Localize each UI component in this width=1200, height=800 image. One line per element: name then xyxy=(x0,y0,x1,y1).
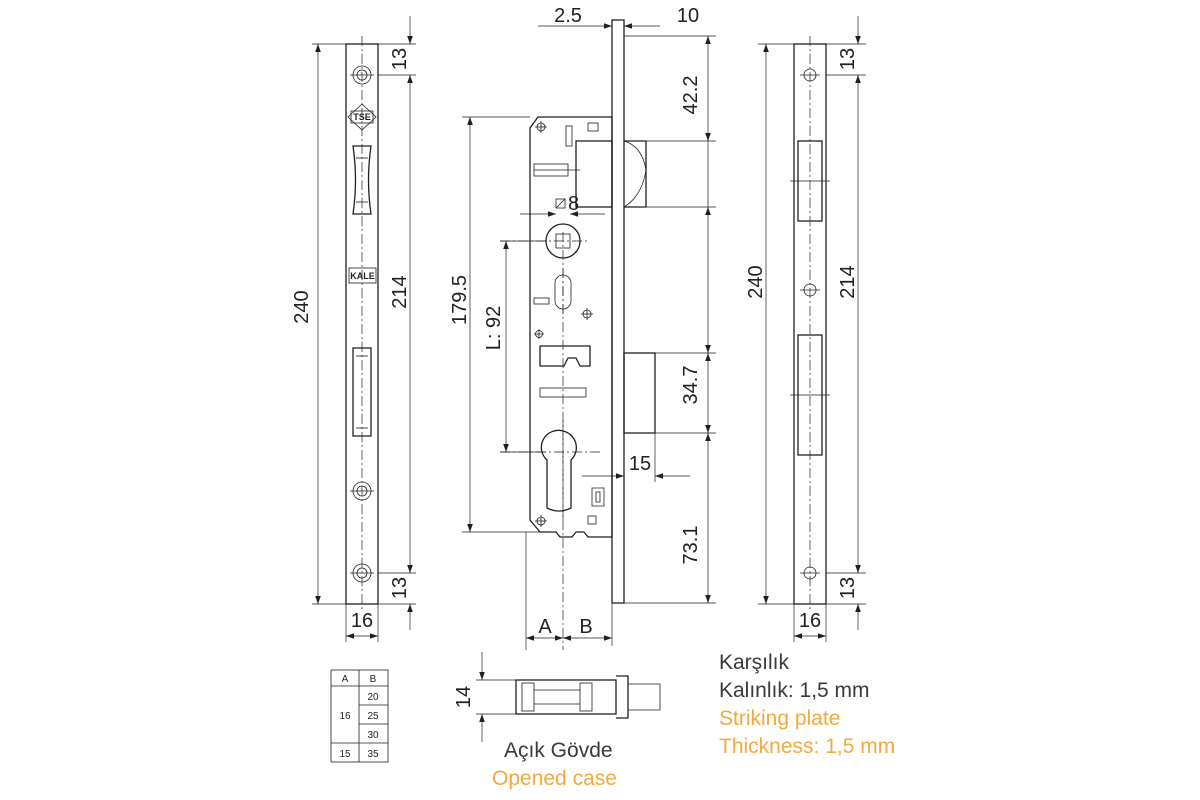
table-cell: 30 xyxy=(367,730,379,741)
dim-14-label: 14 xyxy=(453,686,475,708)
screw-hole-bottom xyxy=(350,563,374,583)
tse-logo: TSE xyxy=(347,103,377,131)
caption-plate-en-2: Thickness: 1,5 mm xyxy=(719,735,896,758)
opened-case-section-view: 14 xyxy=(453,652,661,742)
case-screw-left xyxy=(534,329,544,339)
latch-bolt xyxy=(624,140,647,208)
euro-cylinder-cutout xyxy=(540,429,578,512)
rivet-bottom xyxy=(535,515,547,527)
dim-214-label: 214 xyxy=(389,275,411,308)
cylinder-screw xyxy=(350,481,374,501)
latch-opening xyxy=(352,145,372,215)
dim-34-7-label: 34.7 xyxy=(680,366,702,405)
table-cell: 35 xyxy=(367,749,379,760)
dim-8-label: 8 xyxy=(568,193,579,215)
table-cell: 15 xyxy=(339,749,351,760)
table-cell: 16 xyxy=(339,711,351,722)
lock-case-outline xyxy=(529,116,613,538)
table-header-a: A xyxy=(342,674,349,685)
lock-body-view: 8 2.5 10 xyxy=(449,5,716,650)
rivet-top xyxy=(535,121,547,133)
lock-faceplate-side xyxy=(611,19,625,604)
cylinder-cam-stop xyxy=(591,487,605,507)
tse-logo-text: TSE xyxy=(353,112,371,122)
case-screw-right xyxy=(581,308,593,320)
dim-15-label: 15 xyxy=(629,453,651,475)
bolt-opening xyxy=(352,347,372,437)
dim-179-5-label: 179.5 xyxy=(449,275,471,325)
backset-table: A B 20 16 25 30 15 35 xyxy=(330,669,389,763)
dim-b-label: B xyxy=(579,616,592,638)
striking-plate-view: 240 214 13 13 16 xyxy=(745,16,866,642)
latch-housing xyxy=(575,140,613,208)
screw-hole-top xyxy=(350,65,374,85)
kale-logo-text: KALE xyxy=(350,271,375,281)
caption-plate-tr-2: Kalınlık: 1,5 mm xyxy=(719,679,870,702)
deadbolt xyxy=(623,352,656,434)
strike-dim-240-label: 240 xyxy=(745,265,767,298)
striking-hole-bottom xyxy=(800,566,820,580)
table-cell: 25 xyxy=(367,711,379,722)
striking-hole-top xyxy=(800,68,820,82)
dim-l92-label: L: 92 xyxy=(483,306,505,350)
dim-16-label: 16 xyxy=(351,610,373,632)
strike-dim-16-label: 16 xyxy=(799,610,821,632)
dim-a-label: A xyxy=(538,616,552,638)
caption-opened-case-tr: Açık Gövde xyxy=(504,739,613,762)
dim-2-5-label: 2.5 xyxy=(554,5,582,27)
caption-opened-case-en: Opened case xyxy=(492,767,617,790)
strike-dim-13-bottom-label: 13 xyxy=(837,577,859,599)
dim-42-2-label: 42.2 xyxy=(680,76,702,115)
caption-plate-tr-1: Karşılık xyxy=(719,651,790,674)
dim-73-1-label: 73.1 xyxy=(680,526,702,565)
deadbolt-lever xyxy=(539,345,591,367)
dim-240-label: 240 xyxy=(291,290,313,323)
table-header-b: B xyxy=(370,674,377,685)
table-cell: 20 xyxy=(367,692,379,703)
caption-plate-en-1: Striking plate xyxy=(719,707,841,730)
front-plate-view: TSE KALE 240 xyxy=(291,16,416,642)
strike-dim-13-top-label: 13 xyxy=(837,48,859,70)
kale-logo: KALE xyxy=(348,267,377,284)
dim-13-top-label: 13 xyxy=(389,48,411,70)
striking-hole-middle xyxy=(800,283,820,297)
dim-13-bottom-label: 13 xyxy=(389,577,411,599)
dim-10-label: 10 xyxy=(677,5,699,27)
strike-dim-214-label: 214 xyxy=(837,265,859,298)
